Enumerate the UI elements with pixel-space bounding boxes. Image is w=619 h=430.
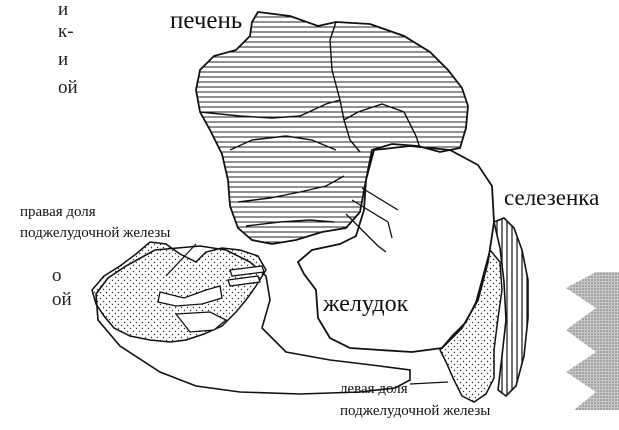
edge-text-5: о bbox=[52, 266, 62, 285]
right-lobe-label-line-2: поджелудочной железы bbox=[20, 223, 170, 244]
liver-label: печень bbox=[170, 8, 242, 33]
edge-text-6: ой bbox=[52, 290, 72, 309]
edge-text-3: и bbox=[58, 50, 68, 69]
edge-text-1: и bbox=[58, 0, 68, 19]
right-lobe-label-line-1: правая доля bbox=[20, 202, 170, 223]
spleen-label: селезенка bbox=[504, 186, 599, 209]
serrated-edge bbox=[566, 272, 619, 410]
edge-text-2: к- bbox=[58, 22, 74, 41]
left-lobe-label-line-2: поджелудочной железы bbox=[340, 400, 490, 422]
left-lobe-label-line-1: левая доля bbox=[340, 378, 490, 400]
stomach-label: желудок bbox=[323, 292, 408, 316]
right-lobe-label: правая доля поджелудочной железы bbox=[20, 202, 170, 244]
left-lobe-label: левая доля поджелудочной железы bbox=[340, 378, 490, 422]
edge-text-4: ой bbox=[58, 78, 78, 97]
